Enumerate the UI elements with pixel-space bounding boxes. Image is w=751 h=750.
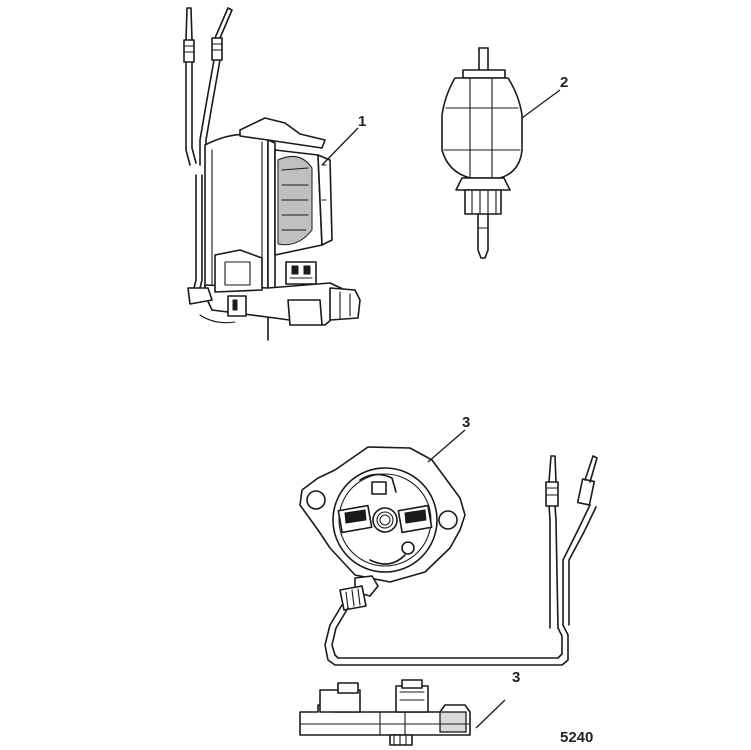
callout-3-bottom: 3 [512,669,520,686]
callout-1: 1 [358,113,366,130]
leader-line-1 [321,127,359,166]
callout-3-top: 3 [462,414,470,431]
leader-line-3-bottom [475,699,506,729]
brush-plate-side-view [299,679,471,746]
trim-motor-assembly [183,7,361,341]
motor-lead-wires [183,7,233,293]
end-cap-wire-harness [324,455,598,666]
leader-line-3-top [427,429,466,463]
callout-2: 2 [560,74,568,91]
leader-line-2 [521,89,561,119]
brush-end-cap [299,446,466,611]
motor-housing [187,117,361,341]
armature [441,47,523,259]
figure-id: 5240 [560,729,593,746]
